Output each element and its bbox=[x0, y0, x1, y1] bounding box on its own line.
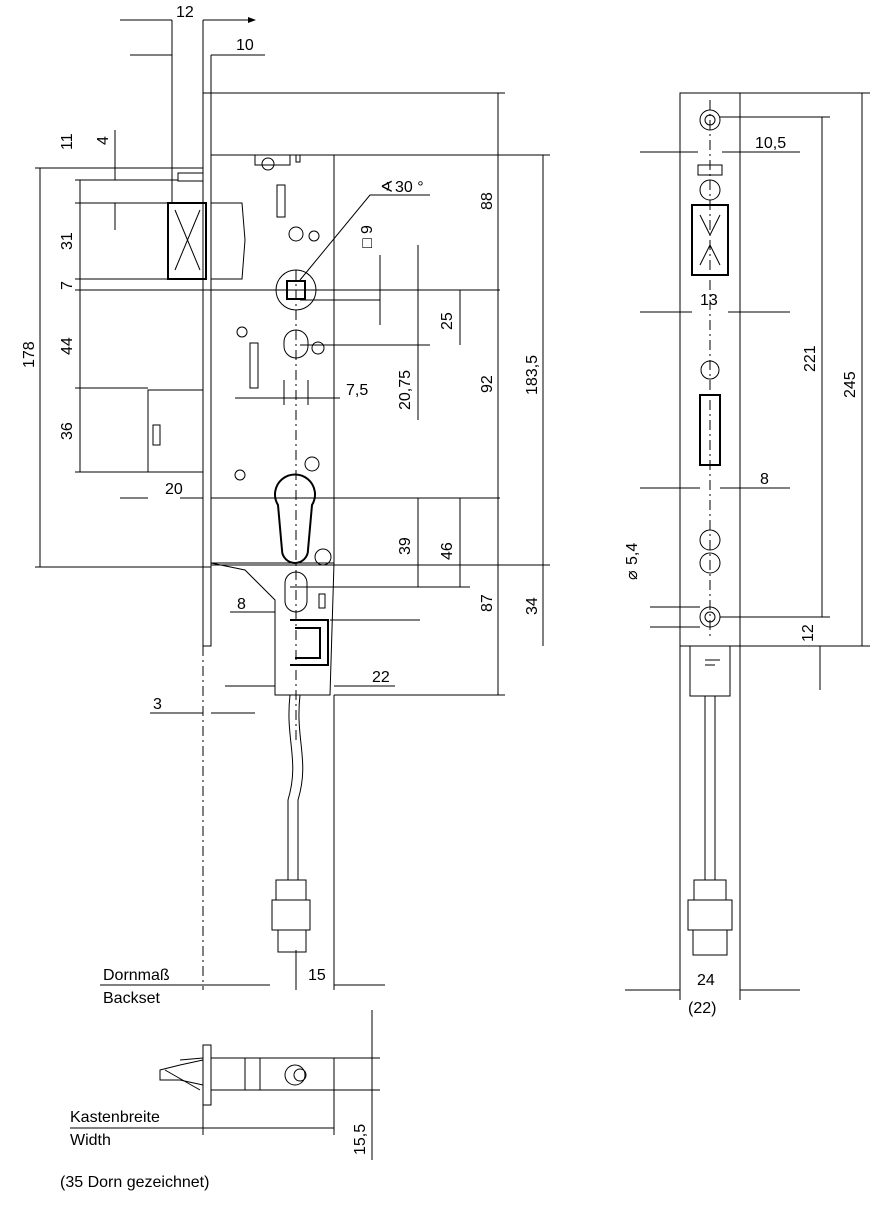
side-view-labels: 10,5 13 221 245 8 ⌀ 5,4 12 24 (22) bbox=[624, 135, 859, 1017]
front-view bbox=[35, 20, 550, 990]
dim-30-deg: 30 ° bbox=[395, 179, 424, 196]
dim-11: 11 bbox=[59, 133, 76, 150]
dim-4: 4 bbox=[95, 136, 112, 145]
dim-square-9: □ bbox=[359, 238, 376, 248]
faceplate bbox=[202, 92, 212, 647]
hook-lower-part bbox=[689, 645, 731, 697]
dim-15-5: 15,5 bbox=[352, 1124, 369, 1155]
width-label-de: Kastenbreite bbox=[70, 1109, 160, 1126]
dim-20-75: 20,75 bbox=[397, 370, 414, 410]
dim-39: 39 bbox=[397, 537, 414, 555]
dim-22-bracket: (22) bbox=[688, 1000, 716, 1017]
lock-case bbox=[211, 154, 335, 564]
dim-46: 46 bbox=[439, 542, 456, 560]
side-cable bbox=[704, 696, 716, 880]
dim-88: 88 bbox=[479, 192, 496, 210]
top-view-labels: 15,5 Kastenbreite Width (35 Dorn gezeich… bbox=[60, 1109, 369, 1191]
dim-20: 20 bbox=[165, 481, 183, 498]
dim-12: 12 bbox=[176, 4, 194, 21]
dim-7: 7 bbox=[59, 281, 76, 290]
top-case bbox=[210, 1057, 335, 1091]
dim-87: 87 bbox=[479, 594, 496, 612]
dim-15: 15 bbox=[308, 967, 326, 984]
dim-178: 178 bbox=[21, 341, 38, 368]
backset-label-en: Backset bbox=[103, 990, 160, 1007]
top-faceplate bbox=[202, 1044, 212, 1106]
cable bbox=[287, 694, 304, 880]
svg-text:5,4: 5,4 bbox=[624, 543, 641, 565]
dim-10-5: 10,5 bbox=[755, 135, 786, 152]
latch bbox=[167, 202, 207, 280]
dim-24: 24 bbox=[697, 972, 715, 989]
top-view bbox=[70, 1010, 380, 1160]
dim-8: 8 bbox=[237, 596, 246, 613]
dim-34: 34 bbox=[524, 597, 541, 615]
dim-36: 36 bbox=[59, 422, 76, 440]
backset-label-de: Dornmaß bbox=[103, 967, 170, 984]
dim-25: 25 bbox=[439, 312, 456, 330]
dim-12-side: 12 bbox=[800, 624, 817, 642]
connector bbox=[271, 899, 311, 931]
dim-10: 10 bbox=[236, 37, 254, 54]
dim-44: 44 bbox=[59, 337, 76, 355]
dim-245: 245 bbox=[842, 371, 859, 398]
drawing-note: (35 Dorn gezeichnet) bbox=[60, 1174, 209, 1191]
dim-8-side: 8 bbox=[760, 471, 769, 488]
width-label-en: Width bbox=[70, 1132, 111, 1149]
dim-31: 31 bbox=[59, 232, 76, 250]
cylinder-cutout bbox=[274, 473, 316, 564]
side-view bbox=[625, 92, 870, 1000]
angle-symbol: ∢ bbox=[380, 179, 393, 196]
dim-5-4: ⌀ bbox=[624, 570, 641, 580]
dim-221: 221 bbox=[802, 345, 819, 372]
dim-7-5: 7,5 bbox=[346, 382, 368, 399]
hook-element bbox=[290, 619, 329, 666]
dim-183-5: 183,5 bbox=[524, 355, 541, 395]
dim-3: 3 bbox=[153, 696, 162, 713]
top-latch bbox=[159, 1059, 204, 1086]
deadbolt bbox=[147, 389, 204, 473]
svg-text:9: 9 bbox=[359, 225, 376, 234]
lower-extension bbox=[210, 562, 335, 696]
dim-13: 13 bbox=[700, 292, 718, 309]
dim-22: 22 bbox=[372, 669, 390, 686]
dim-92: 92 bbox=[479, 375, 496, 393]
front-view-labels: 12 10 11 4 31 7 44 178 36 20 88 ∢ 30 ° □… bbox=[21, 4, 541, 1007]
